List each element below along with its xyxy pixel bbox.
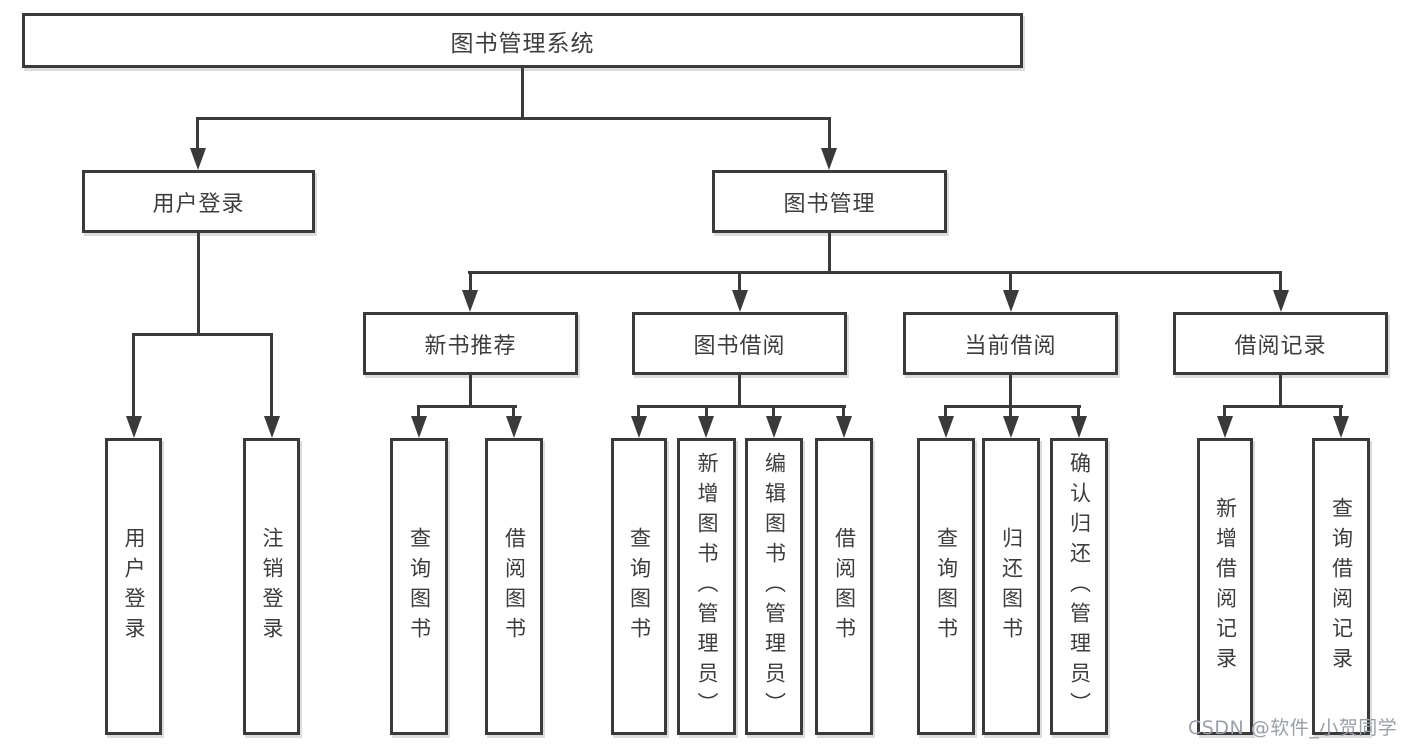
connector-line-vertical xyxy=(705,405,708,420)
leaf-borrow-query-books: 查询图书 xyxy=(611,438,667,735)
node-new-book-recommend: 新书推荐 xyxy=(363,312,578,375)
arrowhead-down-icon xyxy=(766,416,782,438)
leaf-query-borrow-record: 查询借阅记录 xyxy=(1312,438,1370,735)
connector-line-vertical xyxy=(1279,271,1282,293)
connector-line-vertical xyxy=(772,405,775,420)
connector-line-vertical xyxy=(1077,405,1080,420)
connector-line-vertical xyxy=(469,271,472,293)
node-book-management: 图书管理 xyxy=(712,170,947,233)
arrowhead-down-icon xyxy=(1003,416,1019,438)
connector-line-vertical xyxy=(842,405,845,420)
arrowhead-down-icon xyxy=(506,416,522,438)
connector-line-horizontal xyxy=(417,405,517,408)
connector-line-vertical xyxy=(828,117,831,151)
leaf-user-login: 用户登录 xyxy=(105,438,162,735)
leaf-borrow-books: 借阅图书 xyxy=(815,438,873,735)
node-library-system: 图书管理系统 xyxy=(22,13,1023,68)
arrowhead-down-icon xyxy=(732,290,748,312)
leaf-label: 查询图书 xyxy=(934,526,959,647)
connector-line-horizontal xyxy=(944,405,1081,408)
connector-line-vertical xyxy=(197,231,200,335)
leaf-label: 借阅图书 xyxy=(502,526,527,647)
node-current-borrow: 当前借阅 xyxy=(903,312,1118,375)
connector-line-vertical xyxy=(1009,373,1012,408)
connector-line-vertical xyxy=(417,405,420,420)
connector-line-horizontal xyxy=(1223,405,1343,408)
leaf-edit-books-admin: 编辑图书（管理员） xyxy=(745,438,803,735)
connector-line-vertical xyxy=(637,405,640,420)
connector-line-horizontal xyxy=(196,117,831,120)
connector-line-horizontal xyxy=(637,405,846,408)
leaf-add-borrow-record: 新增借阅记录 xyxy=(1197,438,1253,735)
leaf-label: 借阅图书 xyxy=(832,526,857,647)
leaf-current-query-books: 查询图书 xyxy=(917,438,975,735)
node-book-borrow: 图书借阅 xyxy=(632,312,847,375)
leaf-recommend-borrow-books: 借阅图书 xyxy=(485,438,543,735)
arrowhead-down-icon xyxy=(836,416,852,438)
leaf-return-books: 归还图书 xyxy=(982,438,1040,735)
connector-line-horizontal xyxy=(132,333,272,336)
leaf-label: 编辑图书（管理员） xyxy=(762,451,787,722)
node-user-login: 用户登录 xyxy=(82,170,315,233)
connector-line-vertical xyxy=(1279,373,1282,408)
connector-line-vertical xyxy=(196,117,199,151)
connector-line-vertical xyxy=(738,373,741,408)
arrowhead-down-icon xyxy=(126,416,142,438)
arrowhead-down-icon xyxy=(190,148,206,170)
arrowhead-down-icon xyxy=(631,416,647,438)
leaf-label: 确认归还（管理员） xyxy=(1067,451,1092,722)
arrowhead-down-icon xyxy=(1003,290,1019,312)
arrowhead-down-icon xyxy=(1333,416,1349,438)
connector-line-vertical xyxy=(469,373,472,408)
node-borrow-records: 借阅记录 xyxy=(1173,312,1388,375)
leaf-label: 查询图书 xyxy=(407,526,432,647)
connector-line-vertical xyxy=(521,66,524,120)
arrowhead-down-icon xyxy=(462,290,478,312)
connector-line-vertical xyxy=(512,405,515,420)
connector-line-vertical xyxy=(132,333,135,419)
leaf-label: 查询图书 xyxy=(627,526,652,647)
arrowhead-down-icon xyxy=(264,416,280,438)
arrowhead-down-icon xyxy=(411,416,427,438)
watermark: CSDN @软件_小贺同学 xyxy=(1188,717,1398,739)
arrowhead-down-icon xyxy=(1071,416,1087,438)
leaf-confirm-return-admin: 确认归还（管理员） xyxy=(1050,438,1108,735)
connector-line-vertical xyxy=(1339,405,1342,420)
leaf-logout: 注销登录 xyxy=(243,438,300,735)
leaf-label: 查询借阅记录 xyxy=(1329,496,1354,677)
leaf-label: 归还图书 xyxy=(999,526,1024,647)
connector-line-vertical xyxy=(944,405,947,420)
connector-line-horizontal xyxy=(468,271,1282,274)
connector-line-vertical xyxy=(1009,271,1012,293)
leaf-label: 新增借阅记录 xyxy=(1213,496,1238,677)
arrowhead-down-icon xyxy=(938,416,954,438)
connector-line-vertical xyxy=(1223,405,1226,420)
connector-line-vertical xyxy=(828,231,831,273)
leaf-label: 新增图书（管理员） xyxy=(695,451,719,722)
leaf-recommend-query-books: 查询图书 xyxy=(390,438,448,735)
connector-line-vertical xyxy=(738,271,741,293)
arrowhead-down-icon xyxy=(698,416,714,438)
leaf-label: 注销登录 xyxy=(260,526,284,647)
arrowhead-down-icon xyxy=(1217,416,1233,438)
arrowhead-down-icon xyxy=(1273,290,1289,312)
arrowhead-down-icon xyxy=(821,148,837,170)
connector-line-vertical xyxy=(1009,405,1012,420)
leaf-label: 用户登录 xyxy=(122,526,146,647)
connector-line-vertical xyxy=(270,333,273,419)
leaf-add-books-admin: 新增图书（管理员） xyxy=(677,438,736,735)
